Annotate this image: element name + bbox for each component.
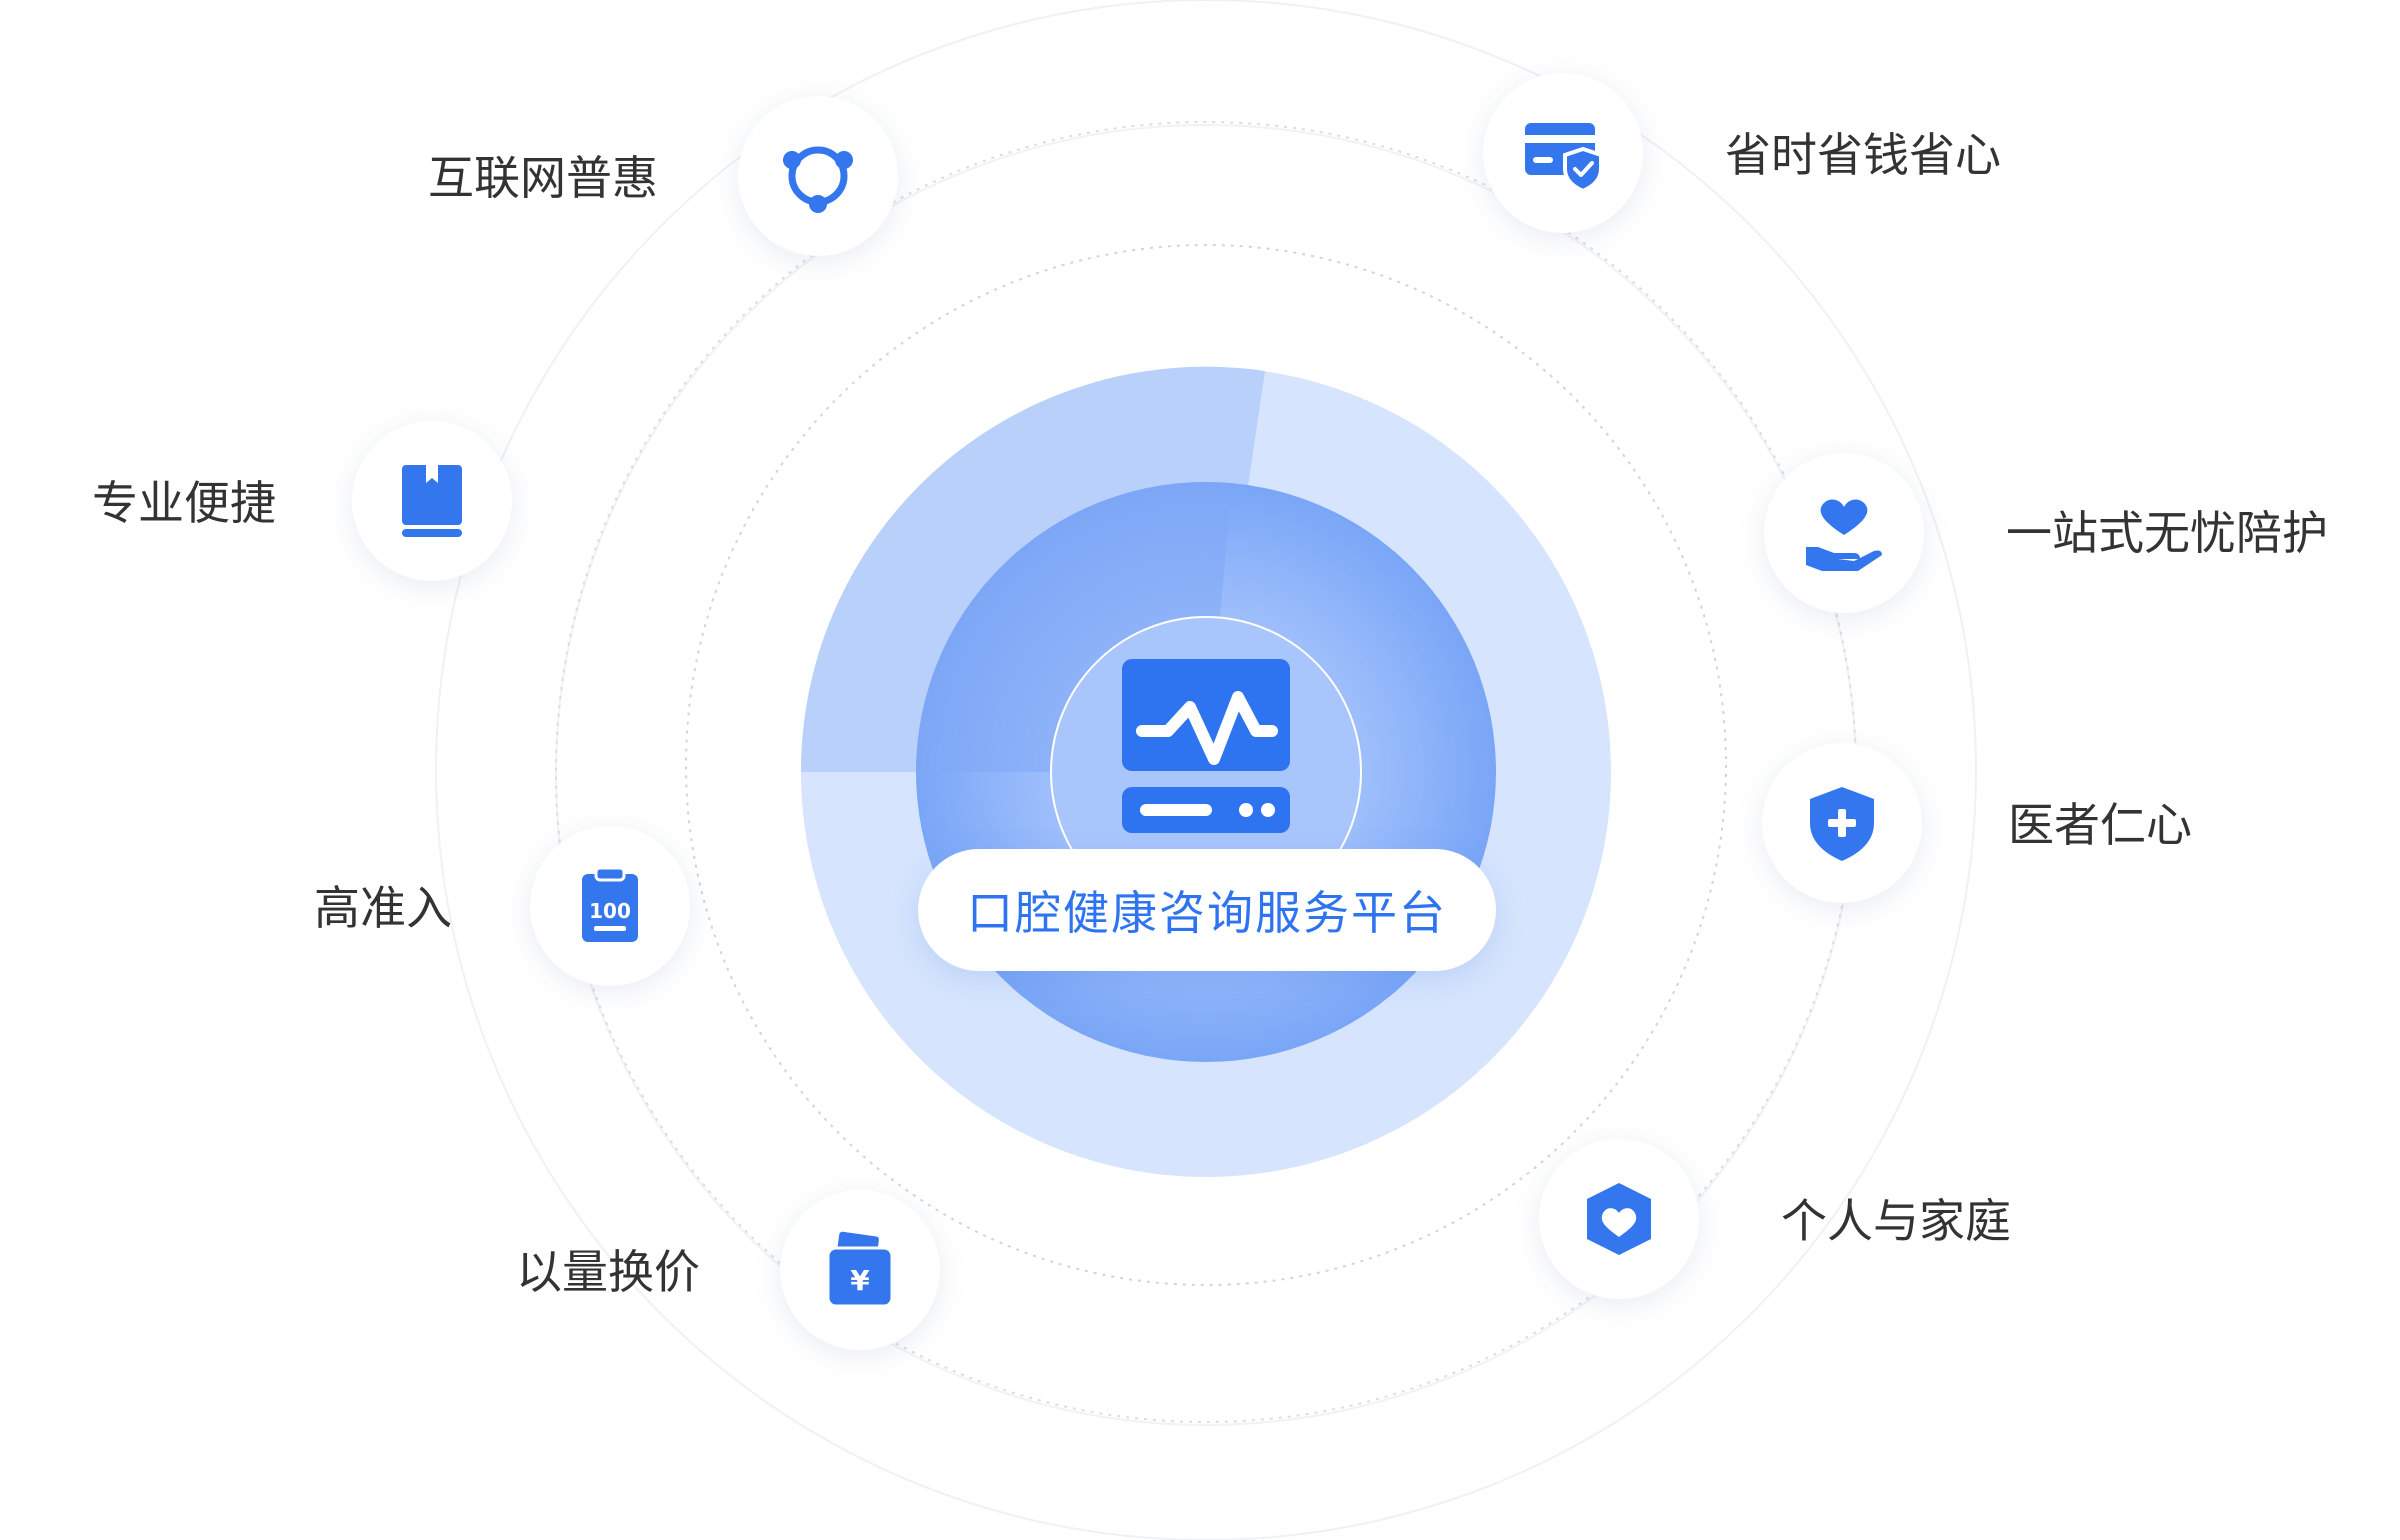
clipboard-100-icon: 100	[582, 866, 638, 942]
platform-title: 口腔健康咨询服务平台	[918, 849, 1496, 971]
feature-node-internet	[738, 96, 898, 256]
feature-node-volume: ¥	[780, 1190, 940, 1350]
feature-node-professional	[352, 421, 512, 581]
feature-label-onestop: 一站式无忧陪护	[2006, 506, 2328, 560]
shield-plus-icon	[1810, 787, 1874, 861]
feature-label-internet: 互联网普惠	[428, 151, 658, 205]
monitor-pulse-icon	[1122, 659, 1290, 833]
feature-label-volume: 以量换价	[516, 1245, 700, 1299]
heart-badge-icon	[1587, 1183, 1651, 1255]
feature-label-professional: 专业便捷	[92, 476, 276, 530]
feature-node-save	[1483, 73, 1643, 233]
wallet-badge-text: ¥	[850, 1264, 870, 1297]
book-icon	[402, 465, 462, 537]
feature-node-high-entry: 100	[530, 826, 690, 986]
feature-label-high-entry: 高准入	[314, 881, 452, 935]
network-nodes-icon	[783, 146, 853, 213]
orbit-dotted-inner	[685, 244, 1727, 1286]
clipboard-badge-text: 100	[589, 899, 631, 923]
wallet-yuan-icon: ¥	[826, 1231, 894, 1308]
feature-label-family: 个人与家庭	[1781, 1194, 2011, 1248]
feature-node-onestop	[1764, 453, 1924, 613]
orbit-outer	[435, 0, 1977, 1540]
feature-label-doctor: 医者仁心	[2008, 798, 2192, 852]
feature-node-family	[1539, 1139, 1699, 1299]
hand-heart-icon	[1806, 499, 1882, 571]
card-shield-icon	[1525, 123, 1603, 194]
feature-node-doctor	[1762, 743, 1922, 903]
feature-label-save: 省时省钱省心	[1725, 128, 2001, 182]
